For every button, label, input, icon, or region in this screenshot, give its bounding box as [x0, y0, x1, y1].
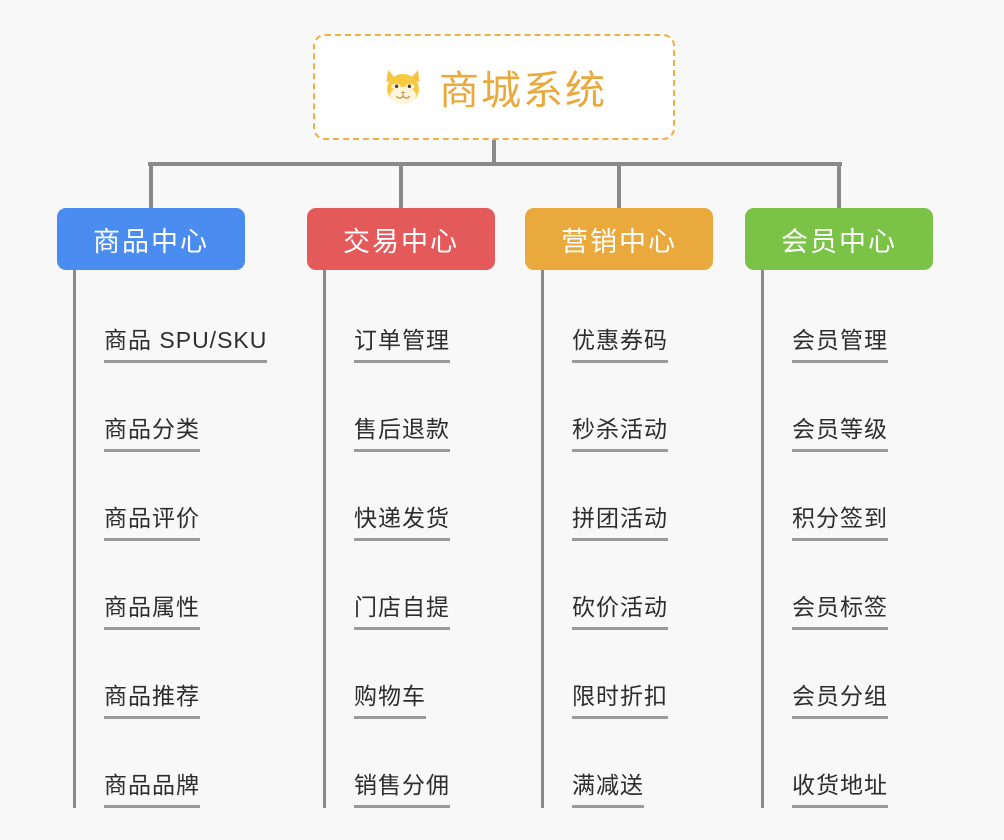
leaf-item[interactable]: 门店自提 [326, 541, 495, 630]
leaf-item-label: 砍价活动 [572, 588, 668, 630]
category-box-marketing-center[interactable]: 营销中心 [525, 208, 713, 270]
leaf-item-label: 售后退款 [354, 410, 450, 452]
leaf-item-label: 订单管理 [354, 321, 450, 363]
leaf-item[interactable]: 销售分佣 [326, 719, 495, 808]
category-label: 营销中心 [561, 226, 677, 257]
leaf-item-label: 商品分类 [104, 410, 200, 452]
connector-trunk-vertical [492, 140, 496, 164]
leaf-item-label: 收货地址 [792, 766, 888, 808]
leaf-item-label: 优惠券码 [572, 321, 668, 363]
connector-branch-product-center [149, 162, 153, 210]
leaf-item-label: 限时折扣 [572, 677, 668, 719]
leaf-item[interactable]: 会员管理 [764, 274, 933, 363]
leaf-item-label: 积分签到 [792, 499, 888, 541]
leaf-item[interactable]: 满减送 [544, 719, 713, 808]
leaf-item-label: 销售分佣 [354, 766, 450, 808]
leaf-item[interactable]: 收货地址 [764, 719, 933, 808]
leaf-list-product-center: 商品 SPU/SKU 商品分类商品评价商品属性商品推荐商品品牌 [73, 270, 268, 808]
leaf-item-label: 会员分组 [792, 677, 888, 719]
leaf-item[interactable]: 商品分类 [76, 363, 267, 452]
dog-face-icon [381, 65, 425, 109]
connector-branch-trade-center [399, 162, 403, 210]
leaf-item[interactable]: 购物车 [326, 630, 495, 719]
category-label: 会员中心 [781, 226, 897, 257]
leaf-item[interactable]: 售后退款 [326, 363, 495, 452]
leaf-item-label: 拼团活动 [572, 499, 668, 541]
category-box-trade-center[interactable]: 交易中心 [307, 208, 495, 270]
leaf-item-label: 会员等级 [792, 410, 888, 452]
leaf-list-trade-center: 订单管理售后退款快递发货门店自提购物车销售分佣 [323, 270, 495, 808]
leaf-list-member-center: 会员管理会员等级积分签到会员标签会员分组收货地址 [761, 270, 933, 808]
category-box-member-center[interactable]: 会员中心 [745, 208, 933, 270]
leaf-item[interactable]: 限时折扣 [544, 630, 713, 719]
leaf-item-label: 秒杀活动 [572, 410, 668, 452]
leaf-item-label: 快递发货 [354, 499, 450, 541]
leaf-item[interactable]: 秒杀活动 [544, 363, 713, 452]
leaf-item[interactable]: 商品品牌 [76, 719, 267, 808]
leaf-item[interactable]: 订单管理 [326, 274, 495, 363]
branch-column-member-center: 会员中心会员管理会员等级积分签到会员标签会员分组收货地址 [745, 208, 933, 808]
leaf-item[interactable]: 商品推荐 [76, 630, 267, 719]
leaf-item-label: 商品评价 [104, 499, 200, 541]
leaf-item-label: 门店自提 [354, 588, 450, 630]
root-node[interactable]: 商城系统 [313, 34, 675, 140]
branch-column-product-center: 商品中心商品 SPU/SKU 商品分类商品评价商品属性商品推荐商品品牌 [57, 208, 268, 808]
leaf-item-label: 满减送 [572, 766, 644, 808]
leaf-item[interactable]: 优惠券码 [544, 274, 713, 363]
leaf-item-label: 商品推荐 [104, 677, 200, 719]
category-box-product-center[interactable]: 商品中心 [57, 208, 245, 270]
category-label: 商品中心 [93, 226, 209, 257]
leaf-item[interactable]: 商品评价 [76, 452, 267, 541]
connector-branch-member-center [837, 162, 841, 210]
leaf-item-label: 购物车 [354, 677, 426, 719]
leaf-item-label: 商品品牌 [104, 766, 200, 808]
leaf-item[interactable]: 商品 SPU/SKU [76, 274, 268, 363]
leaf-item-label: 商品 SPU/SKU [104, 321, 268, 363]
connector-trunk-horizontal [148, 162, 842, 166]
connector-branch-marketing-center [617, 162, 621, 210]
leaf-item[interactable]: 商品属性 [76, 541, 267, 630]
branch-column-marketing-center: 营销中心优惠券码秒杀活动拼团活动砍价活动限时折扣满减送 [525, 208, 713, 808]
leaf-item-label: 商品属性 [104, 588, 200, 630]
leaf-item[interactable]: 积分签到 [764, 452, 933, 541]
leaf-item[interactable]: 拼团活动 [544, 452, 713, 541]
category-label: 交易中心 [343, 226, 459, 257]
leaf-item[interactable]: 快递发货 [326, 452, 495, 541]
leaf-item[interactable]: 砍价活动 [544, 541, 713, 630]
leaf-item[interactable]: 会员标签 [764, 541, 933, 630]
root-title: 商城系统 [439, 69, 607, 113]
leaf-item[interactable]: 会员分组 [764, 630, 933, 719]
leaf-item[interactable]: 会员等级 [764, 363, 933, 452]
leaf-list-marketing-center: 优惠券码秒杀活动拼团活动砍价活动限时折扣满减送 [541, 270, 713, 808]
leaf-item-label: 会员标签 [792, 588, 888, 630]
leaf-item-label: 会员管理 [792, 321, 888, 363]
branch-column-trade-center: 交易中心订单管理售后退款快递发货门店自提购物车销售分佣 [307, 208, 495, 808]
